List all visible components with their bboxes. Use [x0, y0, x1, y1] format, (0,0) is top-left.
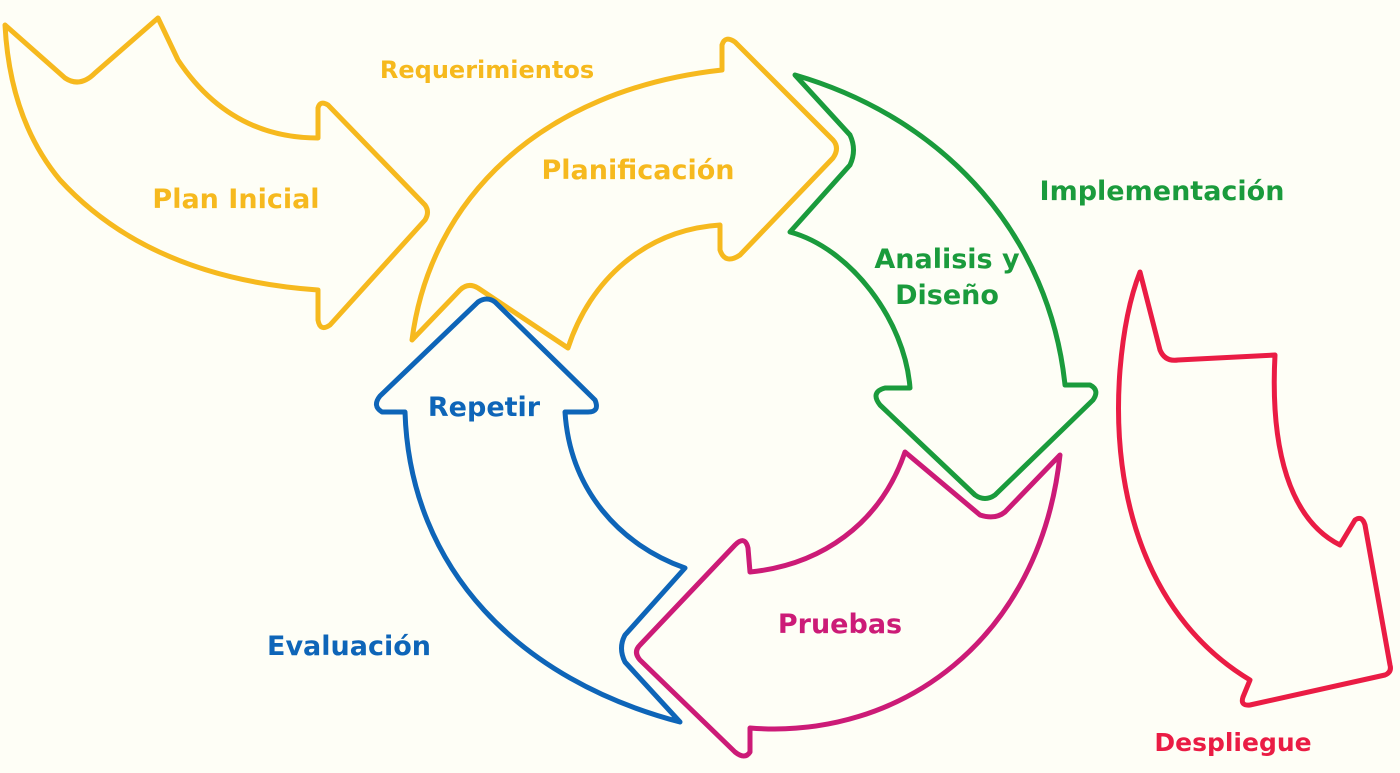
- implementacion-label: Implementación: [1040, 176, 1285, 207]
- evaluacion-label: Evaluación: [267, 631, 431, 662]
- repetir-arrow: [374, 296, 688, 725]
- repetir-label: Repetir: [428, 392, 541, 423]
- planificacion-arrow: [409, 36, 839, 351]
- analisis-label-line2: Diseño: [895, 280, 999, 311]
- plan-inicial-arrow: [2, 15, 430, 331]
- plan-inicial-label: Plan Inicial: [152, 184, 319, 215]
- despliegue-arrow: [1116, 269, 1393, 708]
- requerimientos-label: Requerimientos: [380, 56, 594, 84]
- planificacion-label: Planificación: [541, 155, 734, 186]
- analisis-label-line1: Analisis y: [874, 244, 1020, 275]
- pruebas-arrow: [634, 449, 1063, 759]
- analisis-diseno-arrow: [787, 72, 1099, 501]
- despliegue-label: Despliegue: [1154, 728, 1311, 757]
- pruebas-label: Pruebas: [778, 609, 902, 640]
